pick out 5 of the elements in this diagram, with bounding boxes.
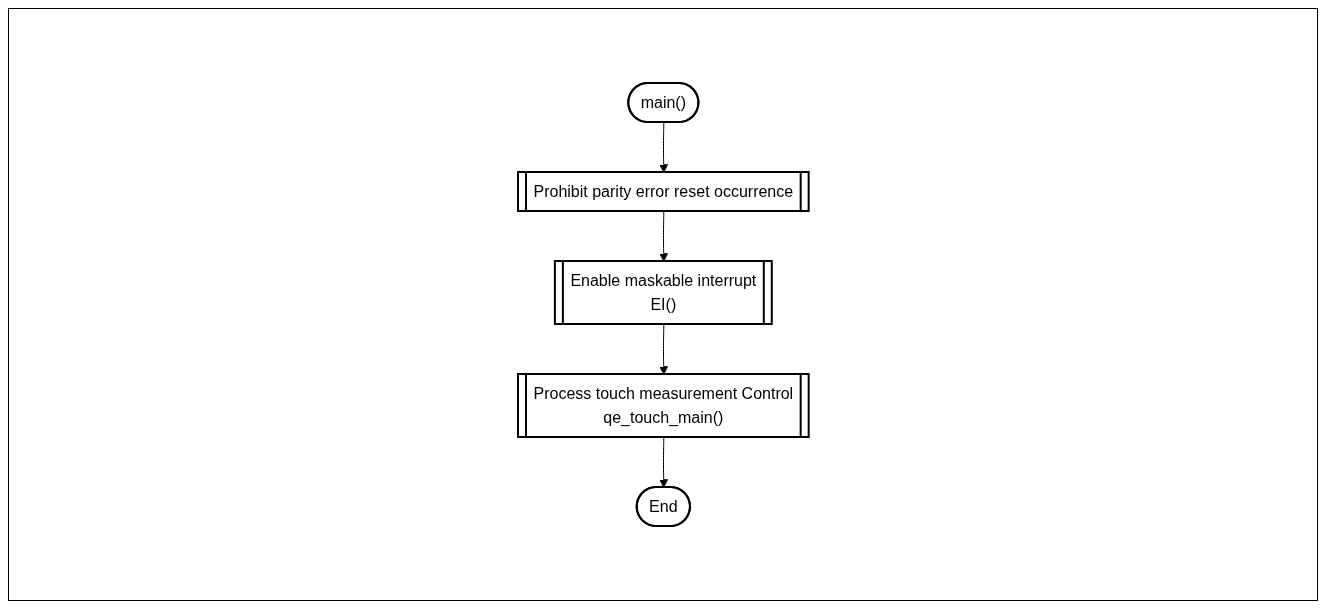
frame-border: main() Prohibit parity error reset occurrence Enable maskable interrupt EI() Process touch measurement Control qe_touch_main() End xyxy=(8,8,1318,601)
arrow xyxy=(658,122,668,173)
arrow xyxy=(658,211,668,262)
arrow xyxy=(658,324,668,375)
arrow xyxy=(658,437,668,488)
